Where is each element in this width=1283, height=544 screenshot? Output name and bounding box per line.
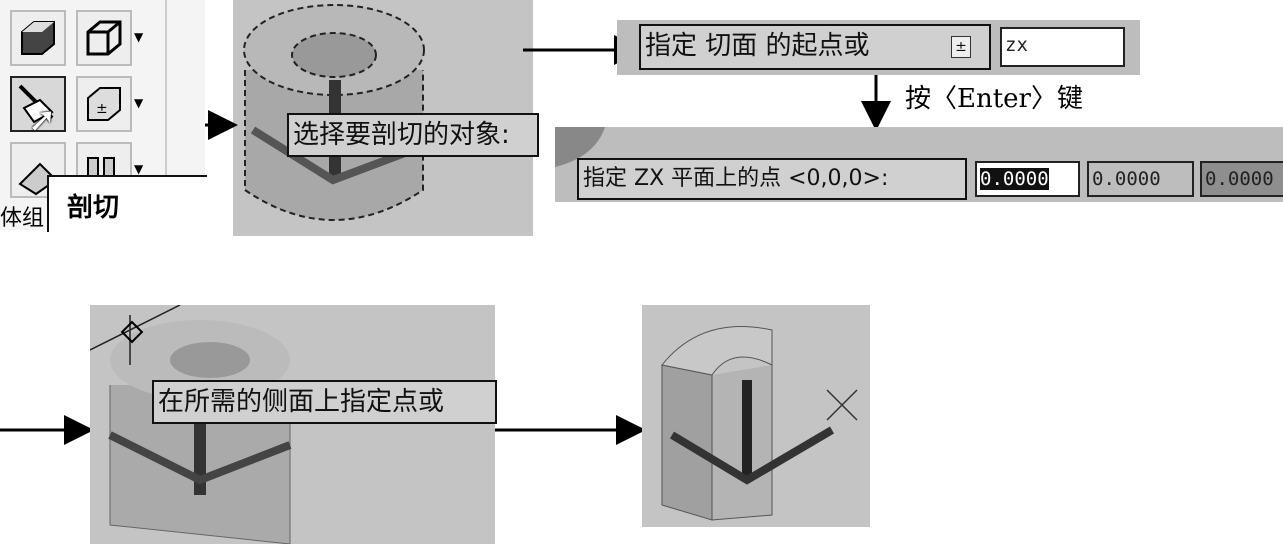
zx-point-prompt-bar: 指定 ZX 平面上的点 <0,0,0>: 0.0000 0.0000 0.000… (555, 127, 1283, 202)
slice-button[interactable] (10, 76, 66, 132)
viewport-select-object[interactable]: 选择要剖切的对象: (233, 0, 539, 236)
dropdown-arrow-icon[interactable]: ▼ (134, 162, 144, 176)
dropdown-arrow-icon[interactable]: ▼ (134, 30, 144, 44)
option-input[interactable]: zx (1000, 27, 1125, 67)
z-coordinate-field[interactable]: 0.0000 (1200, 161, 1283, 197)
y-coordinate-field[interactable]: 0.0000 (1087, 161, 1194, 197)
slice-plane-prompt: 指定 切面 的起点或 ± (639, 24, 991, 70)
shell-box-button[interactable] (76, 10, 132, 66)
model-edge-fragment (555, 127, 605, 167)
x-coordinate-field[interactable]: 0.0000 (975, 161, 1080, 197)
box-icon (21, 21, 55, 55)
imprint-box-icon: ± (87, 87, 121, 121)
cylinder-model-cut-preview (90, 305, 292, 544)
sliced-cylinder-result (661, 326, 858, 521)
axis-x-marker-icon (826, 389, 858, 421)
cylinder-model-selected (243, 4, 425, 221)
specify-side-prompt: 在所需的侧面上指定点或 (152, 380, 497, 424)
enter-key-note: 按〈Enter〉键 (905, 84, 1083, 114)
slice-plane-prompt-bar: 指定 切面 的起点或 ± zx (617, 20, 1140, 75)
slice-tooltip: 剖切 (47, 175, 207, 232)
toolbar-divider (165, 0, 167, 230)
extrude-box-button[interactable] (10, 10, 66, 66)
slice-knife-icon (18, 84, 54, 124)
viewport-result (642, 305, 870, 527)
wireframe-box-icon (86, 20, 122, 56)
solid-editing-toolbar: ± ▼ ▼ ▼ ➚ 体组 剖切 (0, 0, 207, 232)
zx-point-prompt: 指定 ZX 平面上的点 <0,0,0>: (577, 158, 967, 200)
viewport-specify-side[interactable]: 在所需的侧面上指定点或 (90, 305, 497, 544)
dropdown-arrow-icon[interactable]: ± (951, 36, 971, 58)
toolbar-group-label: 体组 (0, 206, 45, 231)
imprint-button[interactable]: ± (76, 76, 132, 132)
x-value: 0.0000 (980, 168, 1049, 190)
tooltip-text: 剖切 (67, 193, 120, 223)
prompt-text: 指定 切面 的起点或 (645, 31, 870, 61)
select-object-prompt: 选择要剖切的对象: (287, 113, 539, 157)
cursor-arrow-icon: ➚ (28, 100, 57, 140)
dropdown-arrow-icon[interactable]: ▼ (134, 96, 144, 110)
svg-text:±: ± (96, 101, 108, 117)
